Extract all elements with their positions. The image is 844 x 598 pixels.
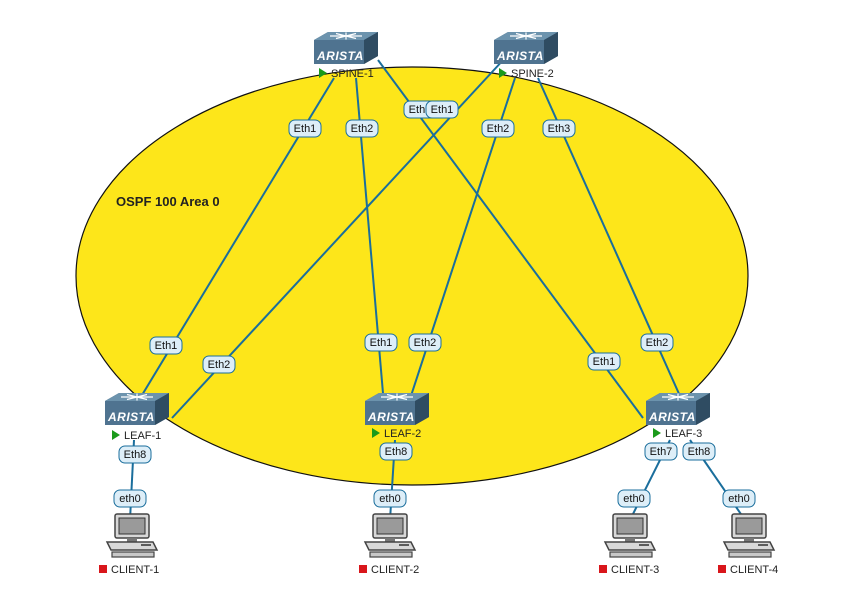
status-up-icon	[319, 68, 327, 78]
badge-spine2-eth3[interactable]: Eth3	[542, 119, 576, 138]
badge-spine1-eth1[interactable]: Eth1	[288, 119, 322, 138]
badge-label: Eth1	[593, 356, 616, 368]
badge-spine2-eth2[interactable]: Eth2	[481, 119, 515, 138]
badge-client1-eth0[interactable]: eth0	[113, 489, 147, 508]
computer-icon	[604, 513, 656, 558]
badge-label: Eth8	[124, 449, 147, 461]
switch-leaf3[interactable]: ARISTA	[645, 392, 711, 426]
computer-icon	[106, 513, 158, 558]
badge-label: Eth3	[548, 123, 571, 135]
switch-leaf2[interactable]: ARISTA	[364, 392, 430, 426]
badge-label: Eth2	[208, 359, 231, 371]
node-label-spine1: SPINE-1	[331, 68, 374, 80]
node-label-client3: CLIENT-3	[611, 564, 659, 576]
badge-leaf3-eth2[interactable]: Eth2	[640, 333, 674, 352]
ospf-area-label: OSPF 100 Area 0	[116, 194, 220, 209]
badge-label: Eth2	[646, 337, 669, 349]
brand-label: ARISTA	[107, 410, 155, 424]
status-up-icon	[112, 430, 120, 440]
computer-icon	[723, 513, 775, 558]
node-label-client1: CLIENT-1	[111, 564, 159, 576]
brand-label: ARISTA	[648, 410, 696, 424]
badge-client2-eth0[interactable]: eth0	[373, 489, 407, 508]
badge-label: Eth2	[487, 123, 510, 135]
badge-label: eth0	[119, 493, 140, 505]
node-label-spine2: SPINE-2	[511, 68, 554, 80]
badge-label: Eth7	[650, 446, 673, 458]
status-up-icon	[499, 68, 507, 78]
node-label-leaf3: LEAF-3	[665, 428, 702, 440]
badge-leaf1-eth2[interactable]: Eth2	[202, 355, 236, 374]
badge-leaf3-eth8[interactable]: Eth8	[682, 442, 716, 461]
badge-leaf2-eth2[interactable]: Eth2	[408, 333, 442, 352]
badge-label: Eth1	[155, 340, 178, 352]
switch-spine2[interactable]: ARISTA	[493, 31, 559, 65]
badge-leaf3-eth7[interactable]: Eth7	[644, 442, 678, 461]
status-host-icon	[599, 565, 607, 573]
status-host-icon	[359, 565, 367, 573]
host-client3[interactable]	[604, 513, 656, 558]
node-label-client2: CLIENT-2	[371, 564, 419, 576]
badge-leaf1-eth1[interactable]: Eth1	[149, 336, 183, 355]
interface-badges: Eth1 Eth2 Eth3 Eth1 Eth2 Eth3 Eth1 Eth2 …	[113, 100, 756, 508]
brand-label: ARISTA	[367, 410, 415, 424]
badge-leaf3-eth1[interactable]: Eth1	[587, 352, 621, 371]
badge-label: Eth1	[370, 337, 393, 349]
badge-label: Eth8	[385, 446, 408, 458]
badge-label: Eth8	[688, 446, 711, 458]
host-client2[interactable]	[364, 513, 416, 558]
badge-leaf2-eth8[interactable]: Eth8	[379, 442, 413, 461]
switch-spine1[interactable]: ARISTA	[313, 31, 379, 65]
badge-label: Eth2	[351, 123, 374, 135]
switch-leaf1[interactable]: ARISTA	[104, 392, 170, 426]
badge-leaf1-eth8[interactable]: Eth8	[118, 445, 152, 464]
node-label-leaf2: LEAF-2	[384, 428, 421, 440]
badge-label: eth0	[728, 493, 749, 505]
status-up-icon	[372, 428, 380, 438]
badge-label: eth0	[623, 493, 644, 505]
badge-client3-eth0[interactable]: eth0	[617, 489, 651, 508]
node-label-client4: CLIENT-4	[730, 564, 778, 576]
node-label-leaf1: LEAF-1	[124, 430, 161, 442]
computer-icon	[364, 513, 416, 558]
brand-label: ARISTA	[496, 49, 544, 63]
brand-label: ARISTA	[316, 49, 364, 63]
badge-client4-eth0[interactable]: eth0	[722, 489, 756, 508]
status-up-icon	[653, 428, 661, 438]
badge-label: Eth2	[414, 337, 437, 349]
badge-spine2-eth1[interactable]: Eth1	[425, 100, 459, 119]
badge-leaf2-eth1[interactable]: Eth1	[364, 333, 398, 352]
badge-spine1-eth2[interactable]: Eth2	[345, 119, 379, 138]
status-host-icon	[99, 565, 107, 573]
host-client4[interactable]	[723, 513, 775, 558]
badge-label: Eth1	[431, 104, 454, 116]
badge-label: Eth1	[294, 123, 317, 135]
host-client1[interactable]	[106, 513, 158, 558]
status-host-icon	[718, 565, 726, 573]
badge-label: eth0	[379, 493, 400, 505]
